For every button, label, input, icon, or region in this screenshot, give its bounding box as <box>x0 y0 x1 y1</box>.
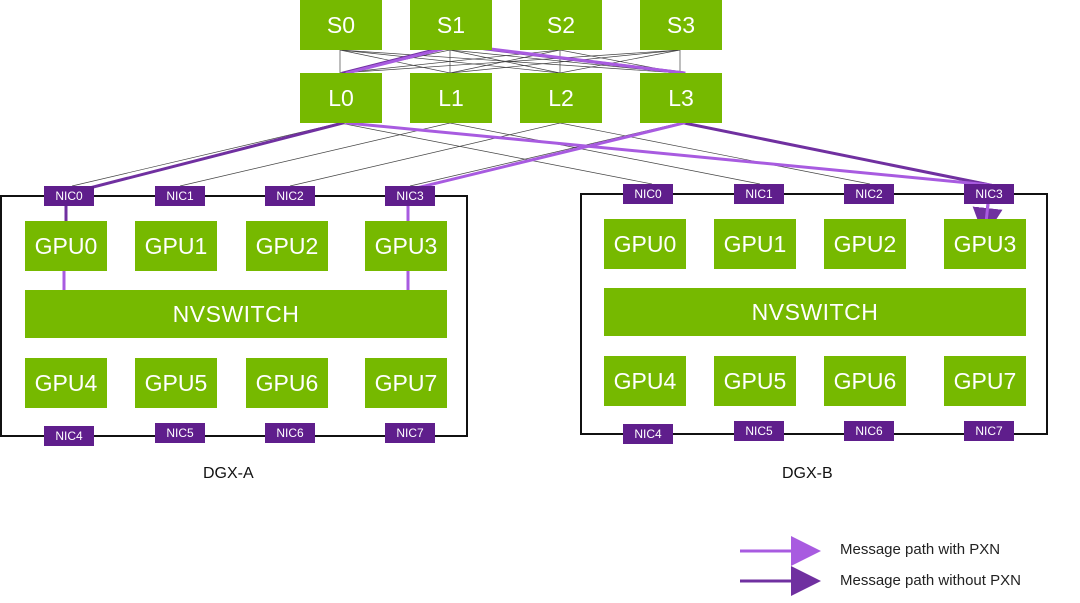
dgx-a-nvswitch: NVSWITCH <box>25 290 447 338</box>
dgx-b-nic6: NIC6 <box>844 421 894 441</box>
dgx-b-nic3: NIC3 <box>964 184 1014 204</box>
spine-s3: S3 <box>640 0 722 50</box>
dgx-a-nic4: NIC4 <box>44 426 94 446</box>
dgx-a-gpu0: GPU0 <box>25 221 107 271</box>
dgx-b-label: DGX-B <box>782 465 833 482</box>
dgx-b-nic2: NIC2 <box>844 184 894 204</box>
dgx-b-nic0: NIC0 <box>623 184 673 204</box>
dgx-a-nic3: NIC3 <box>385 186 435 206</box>
dgx-b-gpu6: GPU6 <box>824 356 906 406</box>
leaf-l0: L0 <box>300 73 382 123</box>
dgx-a-gpu4: GPU4 <box>25 358 107 408</box>
dgx-b-gpu2: GPU2 <box>824 219 906 269</box>
leaf-l1: L1 <box>410 73 492 123</box>
dgx-b-gpu1: GPU1 <box>714 219 796 269</box>
dgx-a-nic5: NIC5 <box>155 423 205 443</box>
spine-s1: S1 <box>410 0 492 50</box>
dgx-a-label: DGX-A <box>203 465 254 482</box>
dgx-a-gpu6: GPU6 <box>246 358 328 408</box>
dgx-a-nic7: NIC7 <box>385 423 435 443</box>
dgx-b-nic5: NIC5 <box>734 421 784 441</box>
dgx-a-gpu7: GPU7 <box>365 358 447 408</box>
dgx-a-frame <box>0 195 468 437</box>
dgx-a-nic2: NIC2 <box>265 186 315 206</box>
leaf-l2: L2 <box>520 73 602 123</box>
dgx-b-nic7: NIC7 <box>964 421 1014 441</box>
dgx-a-gpu1: GPU1 <box>135 221 217 271</box>
dgx-a-nic0: NIC0 <box>44 186 94 206</box>
dgx-b-gpu7: GPU7 <box>944 356 1026 406</box>
dgx-b-gpu0: GPU0 <box>604 219 686 269</box>
legend-without-pxn: Message path without PXN <box>840 572 1021 589</box>
legend-with-pxn: Message path with PXN <box>840 541 1001 558</box>
dgx-b-gpu4: GPU4 <box>604 356 686 406</box>
dgx-a-nic1: NIC1 <box>155 186 205 206</box>
spine-s0: S0 <box>300 0 382 50</box>
dgx-b-nic1: NIC1 <box>734 184 784 204</box>
leaf-nic-links <box>71 122 991 187</box>
leaf-l3: L3 <box>640 73 722 123</box>
dgx-a-nic6: NIC6 <box>265 423 315 443</box>
dgx-b-gpu3: GPU3 <box>944 219 1026 269</box>
dgx-b-nic4: NIC4 <box>623 424 673 444</box>
dgx-b-frame <box>580 193 1048 435</box>
spine-s2: S2 <box>520 0 602 50</box>
dgx-a-gpu5: GPU5 <box>135 358 217 408</box>
dgx-a-gpu3: GPU3 <box>365 221 447 271</box>
dgx-a-gpu2: GPU2 <box>246 221 328 271</box>
dgx-b-gpu5: GPU5 <box>714 356 796 406</box>
dgx-b-nvswitch: NVSWITCH <box>604 288 1026 336</box>
